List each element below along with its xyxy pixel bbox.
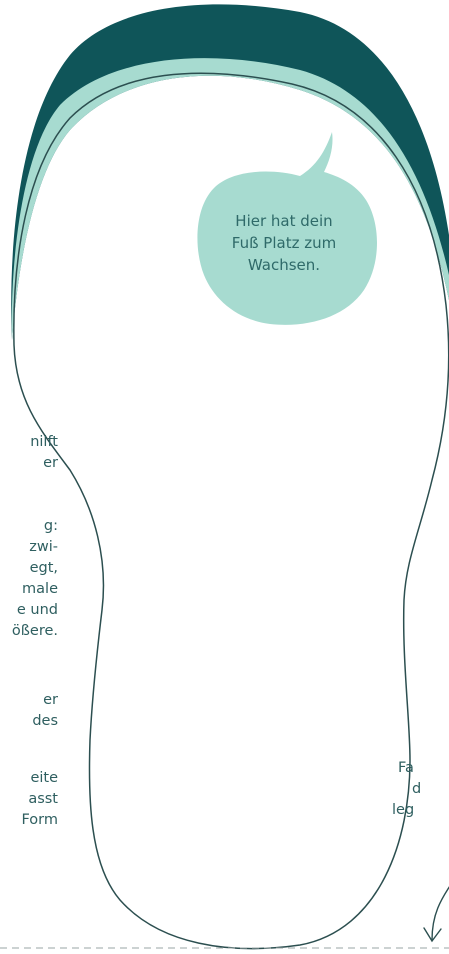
left-paragraph-3: er des [32,690,58,732]
bubble-line: Hier hat dein [196,210,372,232]
text-line: zwi- [12,537,58,558]
text-line: Fa [398,758,421,779]
text-line: male [12,579,58,600]
left-paragraph-2: g: zwi- egt, male e und ößere. [12,516,58,642]
text-line: d [398,779,421,800]
left-paragraph-1: nilft er [30,432,58,474]
bubble-line: Fuß Platz zum [196,232,372,254]
left-paragraph-4: eite asst Form [21,768,58,831]
text-line: er [30,453,58,474]
curved-arrow-icon [424,880,449,941]
text-line: des [32,711,58,732]
text-line: egt, [12,558,58,579]
text-line: er [32,690,58,711]
text-line: Form [21,810,58,831]
text-line: asst [21,789,58,810]
text-line: eite [21,768,58,789]
right-paragraph: Fa d leg [398,758,421,821]
bubble-text: Hier hat dein Fuß Platz zum Wachsen. [196,210,372,276]
text-line: g: [12,516,58,537]
text-line: leg [392,800,421,821]
text-line: nilft [30,432,58,453]
text-line: ößere. [12,621,58,642]
text-line: e und [12,600,58,621]
bubble-line: Wachsen. [196,254,372,276]
